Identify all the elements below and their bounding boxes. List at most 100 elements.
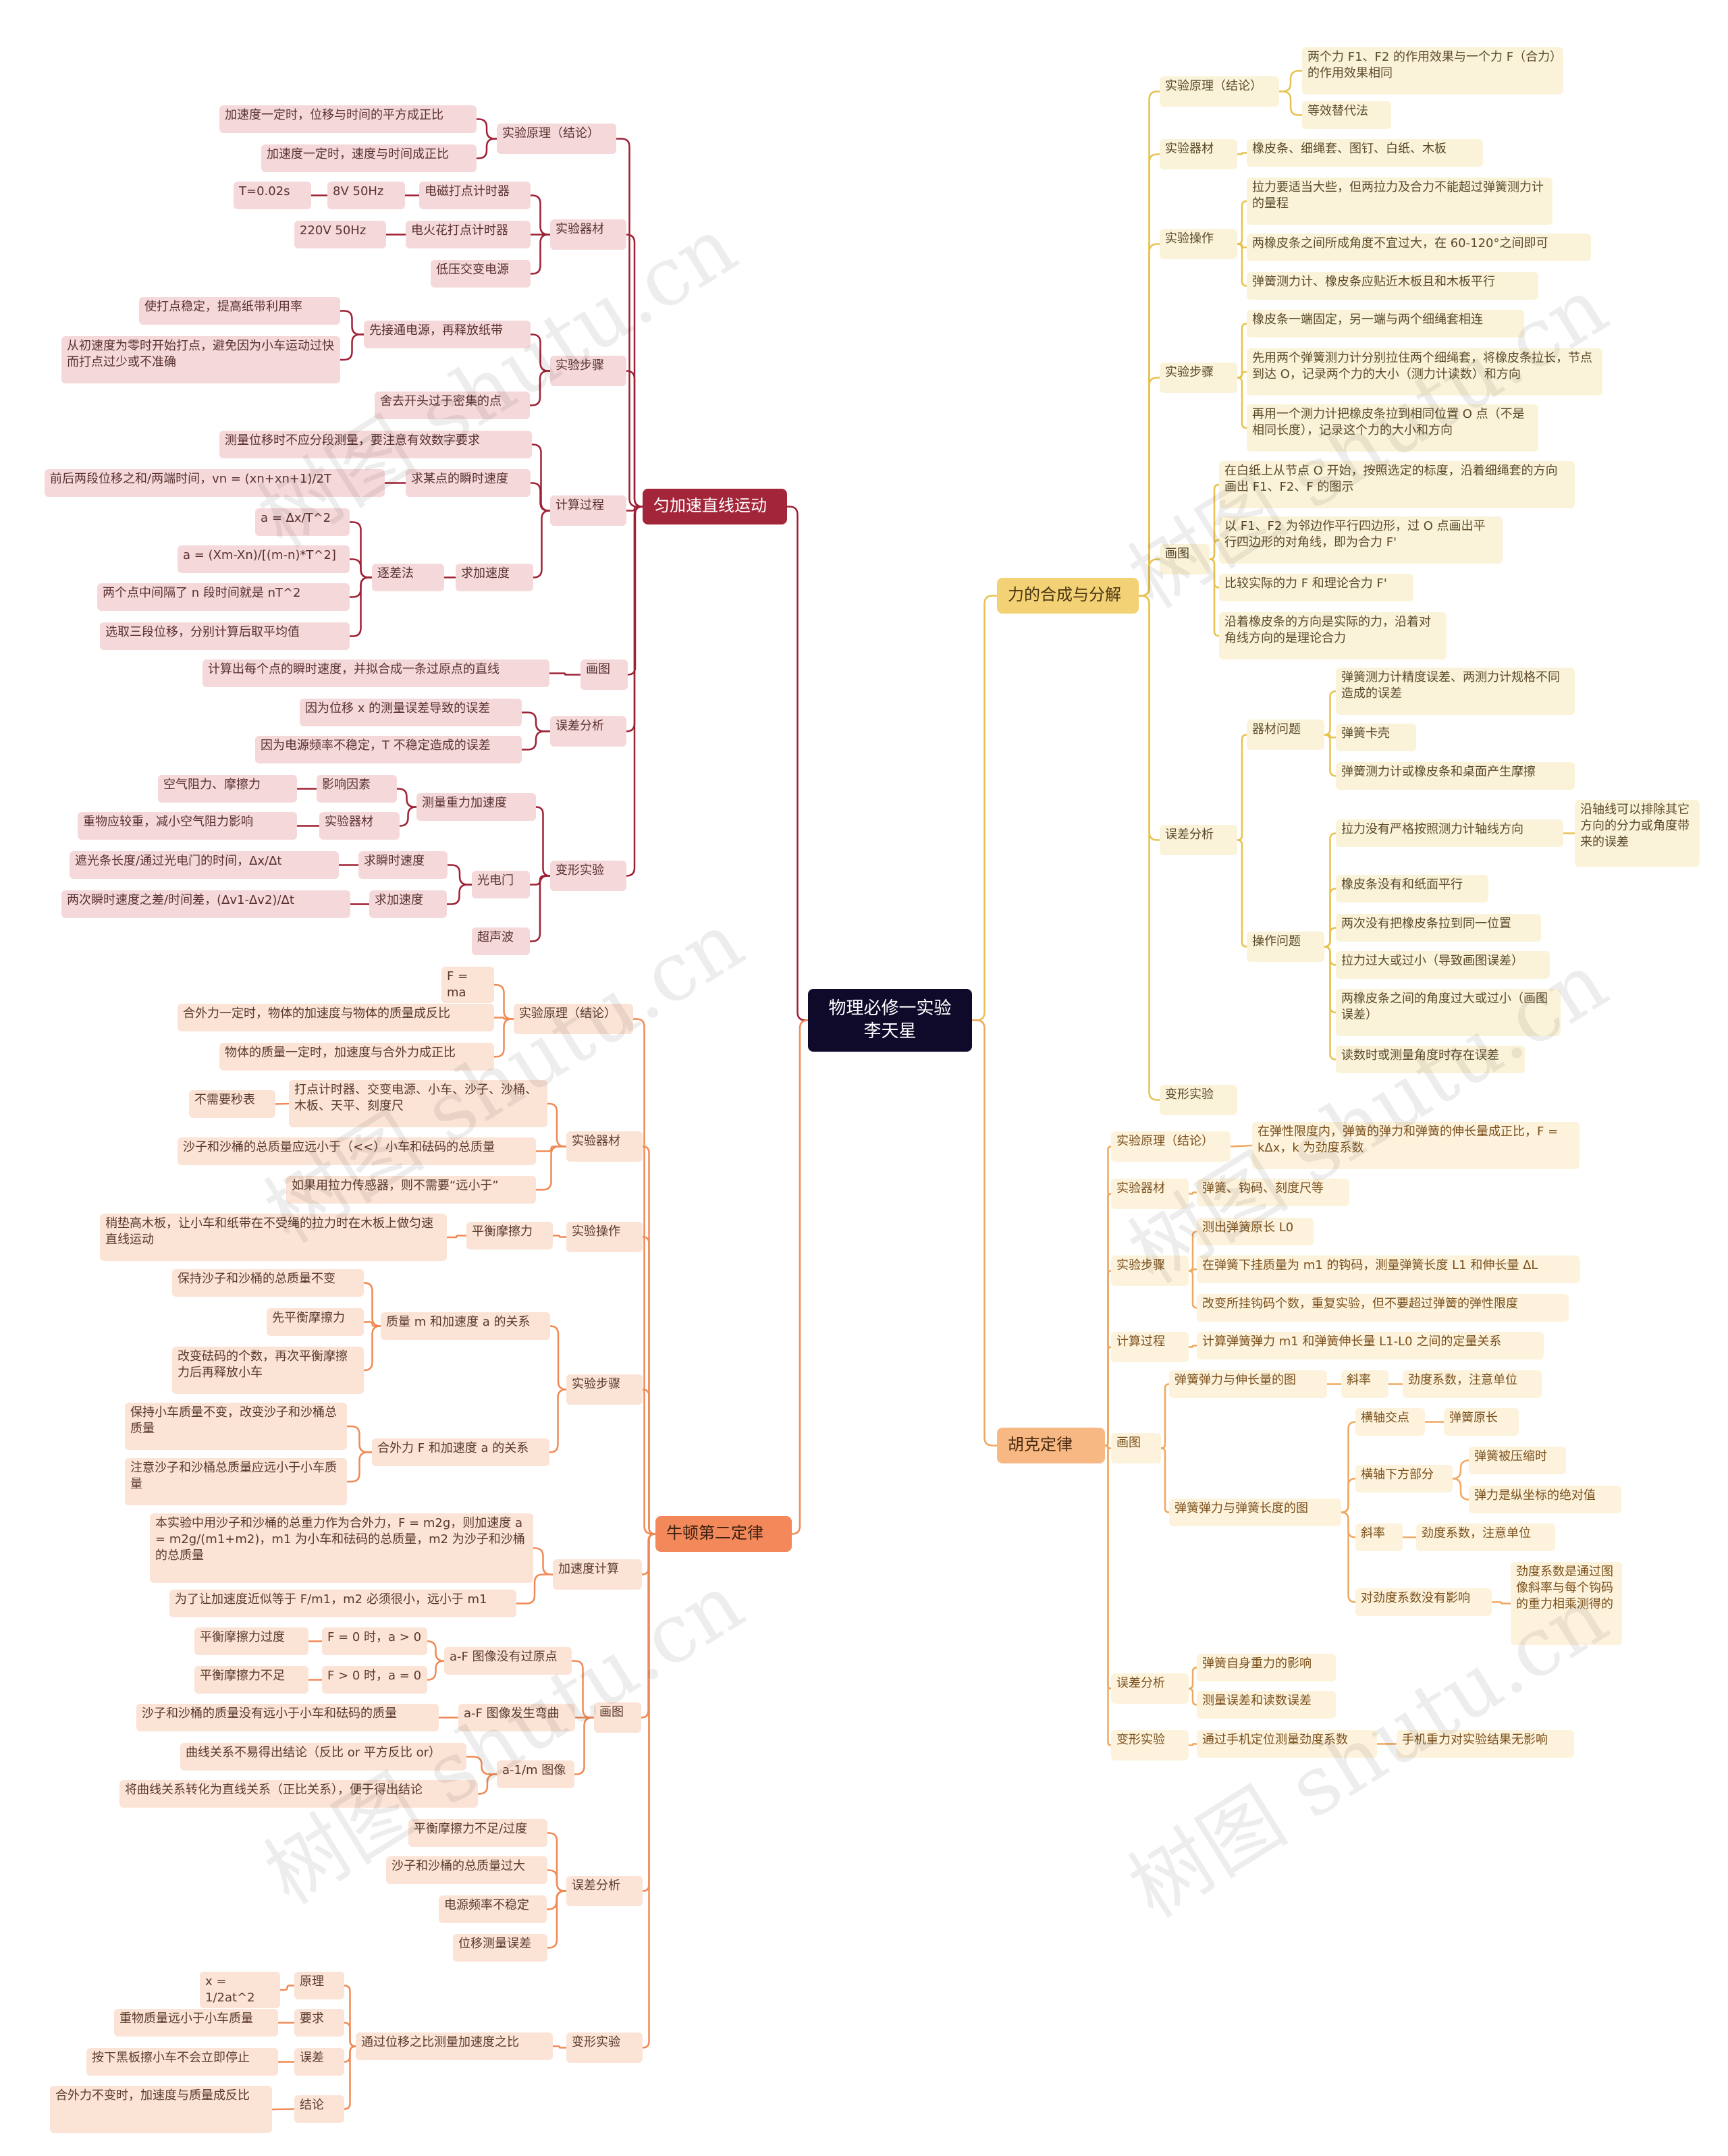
node-b4s6[interactable]: 误差分析 [1111,1673,1189,1704]
node-b3s6[interactable]: 误差分析 [1160,825,1237,855]
node-b3s5b[interactable]: 以 F1、F2 为邻边作平行四边形，过 O 点画出平行四边形的对角线，即为合力 … [1219,516,1503,564]
node-b2s6a1a[interactable]: 平衡摩擦力过度 [194,1627,308,1655]
node-b2s6c2[interactable]: 将曲线关系转化为直线关系（正比关系），便于得出结论 [119,1780,478,1808]
node-b4s5b1[interactable]: 横轴交点 [1355,1408,1425,1436]
node-b4s5b4a[interactable]: 劲度系数是通过图像斜率与每个钩码的重力相乘测得的 [1511,1562,1622,1645]
node-b4s7[interactable]: 变形实验 [1111,1730,1189,1760]
node-b4s5b[interactable]: 弹簧弹力与弹簧长度的图 [1169,1499,1341,1526]
node-b1s7b1[interactable]: 求瞬时速度 [358,851,448,879]
node-b3s6b5[interactable]: 两橡皮条之间的角度过大或过小（画图误差） [1336,989,1561,1036]
node-b2s2c[interactable]: 如果用拉力传感器，则不需要“远小于” [286,1176,536,1204]
node-b1s2a[interactable]: 电磁打点计时器 [419,182,531,209]
node-b1s4c1a[interactable]: a = Δx/T^2 [255,508,350,536]
node-b2s2a1[interactable]: 不需要秒表 [189,1090,275,1118]
node-b1s3b[interactable]: 舍去开头过于密集的点 [375,392,530,419]
node-b4s5b3a[interactable]: 劲度系数，注意单位 [1416,1524,1555,1551]
node-b3s4b[interactable]: 先用两个弹簧测力计分别拉住两个细绳套，将橡皮条拉长，节点到达 O，记录两个力的大… [1247,348,1602,396]
node-b2s8a1a[interactable]: x = 1/2at^2 [200,1972,280,2008]
node-b2s6a1[interactable]: F = 0 时，a > 0 [322,1627,427,1655]
node-b1s7b1a[interactable]: 遮光条长度/通过光电门的时间，Δx/Δt [70,851,339,879]
node-b4s5[interactable]: 画图 [1111,1433,1161,1463]
node-b2s6b[interactable]: a-F 图像发生弯曲 [458,1704,575,1731]
node-b4s4a[interactable]: 计算弹簧弹力 m1 和弹簧伸长量 L1-L0 之间的定量关系 [1197,1332,1544,1359]
node-b4s1[interactable]: 实验原理（结论） [1111,1131,1231,1162]
node-b1s7c[interactable]: 超声波 [472,927,530,955]
node-b2s7a[interactable]: 平衡摩擦力不足/过度 [408,1819,547,1847]
node-b3s6b6[interactable]: 读数时或测量角度时存在误差 [1336,1046,1525,1073]
node-b4s6a[interactable]: 弹簧自身重力的影响 [1197,1654,1336,1681]
node-b2s8a4a[interactable]: 合外力不变时，加速度与质量成反比 [50,2086,272,2133]
node-b2s8a2[interactable]: 要求 [294,2009,344,2037]
node-b3s5c[interactable]: 比较实际的力 F 和理论合力 F' [1219,574,1413,601]
node-b3s5[interactable]: 画图 [1160,544,1210,574]
node-b1s6b[interactable]: 因为电源频率不稳定，T 不稳定造成的误差 [255,736,522,763]
node-b2s1a[interactable]: F = ma [441,967,494,1003]
node-b4s5b2a[interactable]: 弹簧被压缩时 [1469,1447,1566,1474]
node-b1s1[interactable]: 实验原理（结论） [497,124,616,154]
node-b1s4c1d[interactable]: 选取三段位移，分别计算后取平均值 [100,622,350,650]
node-b2s8a4[interactable]: 结论 [294,2095,344,2123]
node-b4s3c[interactable]: 改变所挂钩码个数，重复实验，但不要超过弹簧的弹性限度 [1197,1294,1569,1322]
node-b2s4b2[interactable]: 注意沙子和沙桶总质量应远小于小车质量 [125,1458,347,1505]
node-b2s7c[interactable]: 电源频率不稳定 [439,1895,547,1923]
node-b2s3[interactable]: 实验操作 [566,1222,643,1252]
node-b1s6a[interactable]: 因为位移 x 的测量误差导致的误差 [300,699,522,726]
node-b1s7a1[interactable]: 影响因素 [317,775,397,803]
node-b3s6b4[interactable]: 拉力过大或过小（导致画图误差） [1336,951,1550,979]
node-b1s7b2[interactable]: 求加速度 [369,890,447,918]
node-b2s3a1[interactable]: 稍垫高木板，让小车和纸带在不受绳的拉力时在木板上做匀速直线运动 [100,1214,447,1261]
node-b1s1a[interactable]: 加速度一定时，位移与时间的平方成正比 [219,105,477,133]
node-b1s2[interactable]: 实验器材 [550,219,626,250]
node-b4s6b[interactable]: 测量误差和读数误差 [1197,1691,1336,1719]
node-b1s3[interactable]: 实验步骤 [550,356,626,386]
node-b4s3a[interactable]: 测出弹簧原长 L0 [1197,1218,1314,1245]
node-b1s4b[interactable]: 求某点的瞬时速度 [406,469,531,497]
node-b1s2c[interactable]: 低压交变电源 [431,260,531,288]
node-b3s3[interactable]: 实验操作 [1160,229,1237,259]
node-b4s5b3[interactable]: 斜率 [1355,1524,1403,1551]
node-b1s1b[interactable]: 加速度一定时，速度与时间成正比 [261,144,477,172]
node-b2s4[interactable]: 实验步骤 [566,1374,643,1405]
node-b3s1b[interactable]: 等效替代法 [1302,101,1391,129]
node-b2s8a2a[interactable]: 重物质量远小于小车质量 [114,2009,278,2037]
node-b4s7a1[interactable]: 手机重力对实验结果无影响 [1397,1730,1574,1758]
node-b3s1[interactable]: 实验原理（结论） [1160,76,1279,107]
node-b4s2a[interactable]: 弹簧、钩码、刻度尺等 [1197,1179,1349,1206]
node-b3s6b1a[interactable]: 沿轴线可以排除其它方向的分力或角度带来的误差 [1575,800,1700,867]
node-b1s5[interactable]: 画图 [580,659,628,690]
node-b1s2b[interactable]: 电火花打点计时器 [406,221,531,248]
node-b2s1[interactable]: 实验原理（结论） [514,1004,633,1034]
node-b2s2a[interactable]: 打点计时器、交变电源、小车、沙子、沙桶、木板、天平、刻度尺 [289,1080,547,1127]
node-b4s5a[interactable]: 弹簧弹力与伸长量的图 [1169,1370,1327,1398]
branch-b2[interactable]: 牛顿第二定律 [655,1516,792,1552]
node-b4s4[interactable]: 计算过程 [1111,1332,1189,1362]
node-b3s3c[interactable]: 弹簧测力计、橡皮条应贴近木板且和木板平行 [1247,272,1538,300]
node-b2s5a[interactable]: 本实验中用沙子和沙桶的总重力作为合外力，F = m2g，则加速度 a = m2g… [150,1513,533,1583]
node-b2s6c1[interactable]: 曲线关系不易得出结论（反比 or 平方反比 or） [180,1743,466,1771]
node-b1s4a[interactable]: 测量位移时不应分段测量，要注意有效数字要求 [219,431,532,458]
node-b3s6b2[interactable]: 橡皮条没有和纸面平行 [1336,875,1488,902]
node-b3s6a2[interactable]: 弹簧卡壳 [1336,724,1416,751]
node-b2s6a[interactable]: a-F 图像没有过原点 [444,1647,572,1675]
node-b1s3a[interactable]: 先接通电源，再释放纸带 [364,321,531,348]
node-b3s4c[interactable]: 再用一个测力计把橡皮条拉到相同位置 O 点（不是相同长度），记录这个力的大小和方… [1247,404,1538,452]
node-b4s5b2[interactable]: 横轴下方部分 [1355,1465,1453,1492]
node-b2s4a[interactable]: 质量 m 和加速度 a 的关系 [381,1312,550,1340]
node-b1s4b1[interactable]: 前后两段位移之和/两端时间，vn = (xn+xn+1)/2T [45,469,385,497]
node-b2s4a2[interactable]: 先平衡摩擦力 [267,1308,364,1336]
node-b3s6b1[interactable]: 拉力没有严格按照测力计轴线方向 [1336,819,1563,847]
node-b3s3a[interactable]: 拉力要适当大些，但两拉力及合力不能超过弹簧测力计的量程 [1247,178,1552,225]
node-b1s3a2[interactable]: 从初速度为零时开始打点，避免因为小车运动过快而打点过少或不准确 [61,336,340,383]
node-b2s2[interactable]: 实验器材 [566,1131,643,1162]
node-b3s3b[interactable]: 两橡皮条之间所成角度不宜过大，在 60-120°之间即可 [1247,234,1591,261]
node-b2s4b1[interactable]: 保持小车质量不变，改变沙子和沙桶总质量 [125,1403,347,1450]
node-b3s6a[interactable]: 器材问题 [1247,720,1324,750]
node-b2s8[interactable]: 变形实验 [566,2032,643,2063]
node-b4s1a[interactable]: 在弹性限度内，弹簧的弹力和弹簧的伸长量成正比，F = kΔx，k 为劲度系数 [1252,1122,1580,1169]
branch-b1[interactable]: 匀加速直线运动 [643,489,787,524]
branch-b3[interactable]: 力的合成与分解 [997,578,1139,614]
node-b2s6b1[interactable]: 沙子和沙桶的质量没有远小于小车和砝码的质量 [136,1704,439,1731]
node-b3s2a[interactable]: 橡皮条、细绳套、图钉、白纸、木板 [1247,139,1483,167]
node-b2s3a[interactable]: 平衡摩擦力 [466,1222,553,1249]
node-b1s7a2[interactable]: 实验器材 [319,812,400,840]
